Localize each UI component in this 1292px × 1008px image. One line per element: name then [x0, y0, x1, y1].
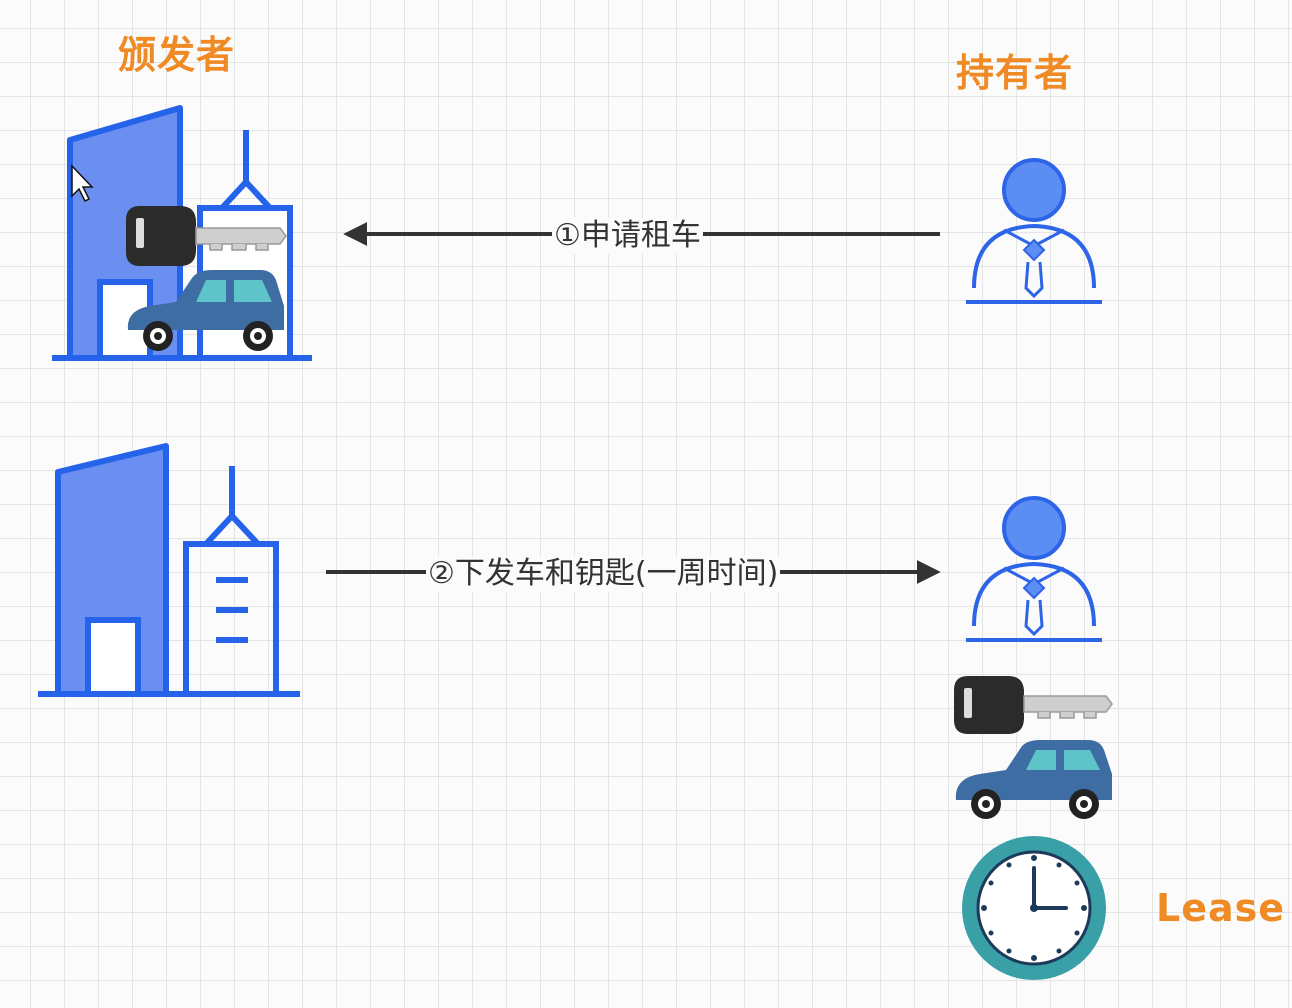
holder-person-icon	[966, 158, 1102, 304]
holder-key-icon	[954, 676, 1113, 734]
key-icon	[126, 206, 287, 266]
issue-arrow-label: ②下发车和钥匙(一周时间)	[426, 556, 781, 592]
holder-title: 持有者	[956, 51, 1074, 95]
holder-person-icon-2	[966, 496, 1102, 642]
issuer-building-icon	[38, 443, 300, 697]
holder-car-icon	[955, 740, 1112, 819]
request-arrow-label: ①申请租车	[552, 218, 703, 254]
issuer-title: 颁发者	[118, 33, 236, 77]
issuer-building-with-car-icon	[52, 105, 312, 361]
mouse-cursor-icon	[71, 164, 94, 203]
clock-icon	[962, 836, 1106, 980]
car-icon	[127, 270, 284, 351]
lease-label: Lease	[1156, 886, 1286, 930]
